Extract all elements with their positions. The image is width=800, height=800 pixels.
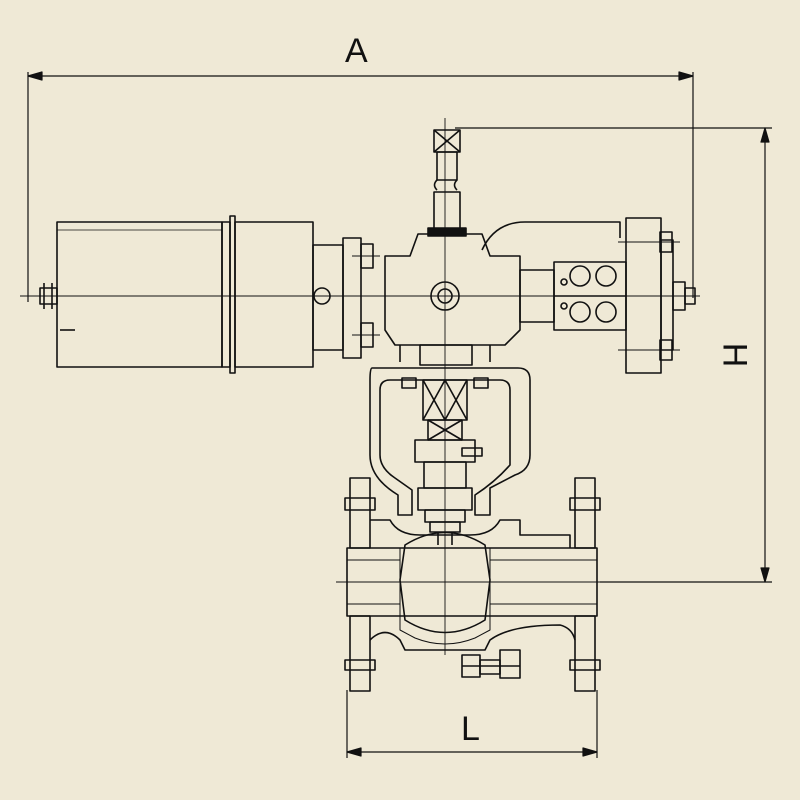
center-lines (20, 118, 700, 655)
dimension-h (455, 127, 772, 583)
dimension-l-label: L (461, 710, 480, 748)
indicator-stem (427, 129, 467, 237)
dimension-l (346, 690, 598, 758)
mounting-bracket (369, 367, 531, 516)
ball-valve-body (344, 477, 601, 692)
stem-coupling (414, 379, 483, 545)
actuator-housing (384, 221, 621, 366)
dimension-h-label: H (715, 342, 754, 368)
solenoid-block (519, 217, 696, 374)
dimension-a (27, 71, 694, 302)
pneumatic-cylinder (39, 215, 380, 374)
dimension-a-label: A (345, 32, 368, 70)
